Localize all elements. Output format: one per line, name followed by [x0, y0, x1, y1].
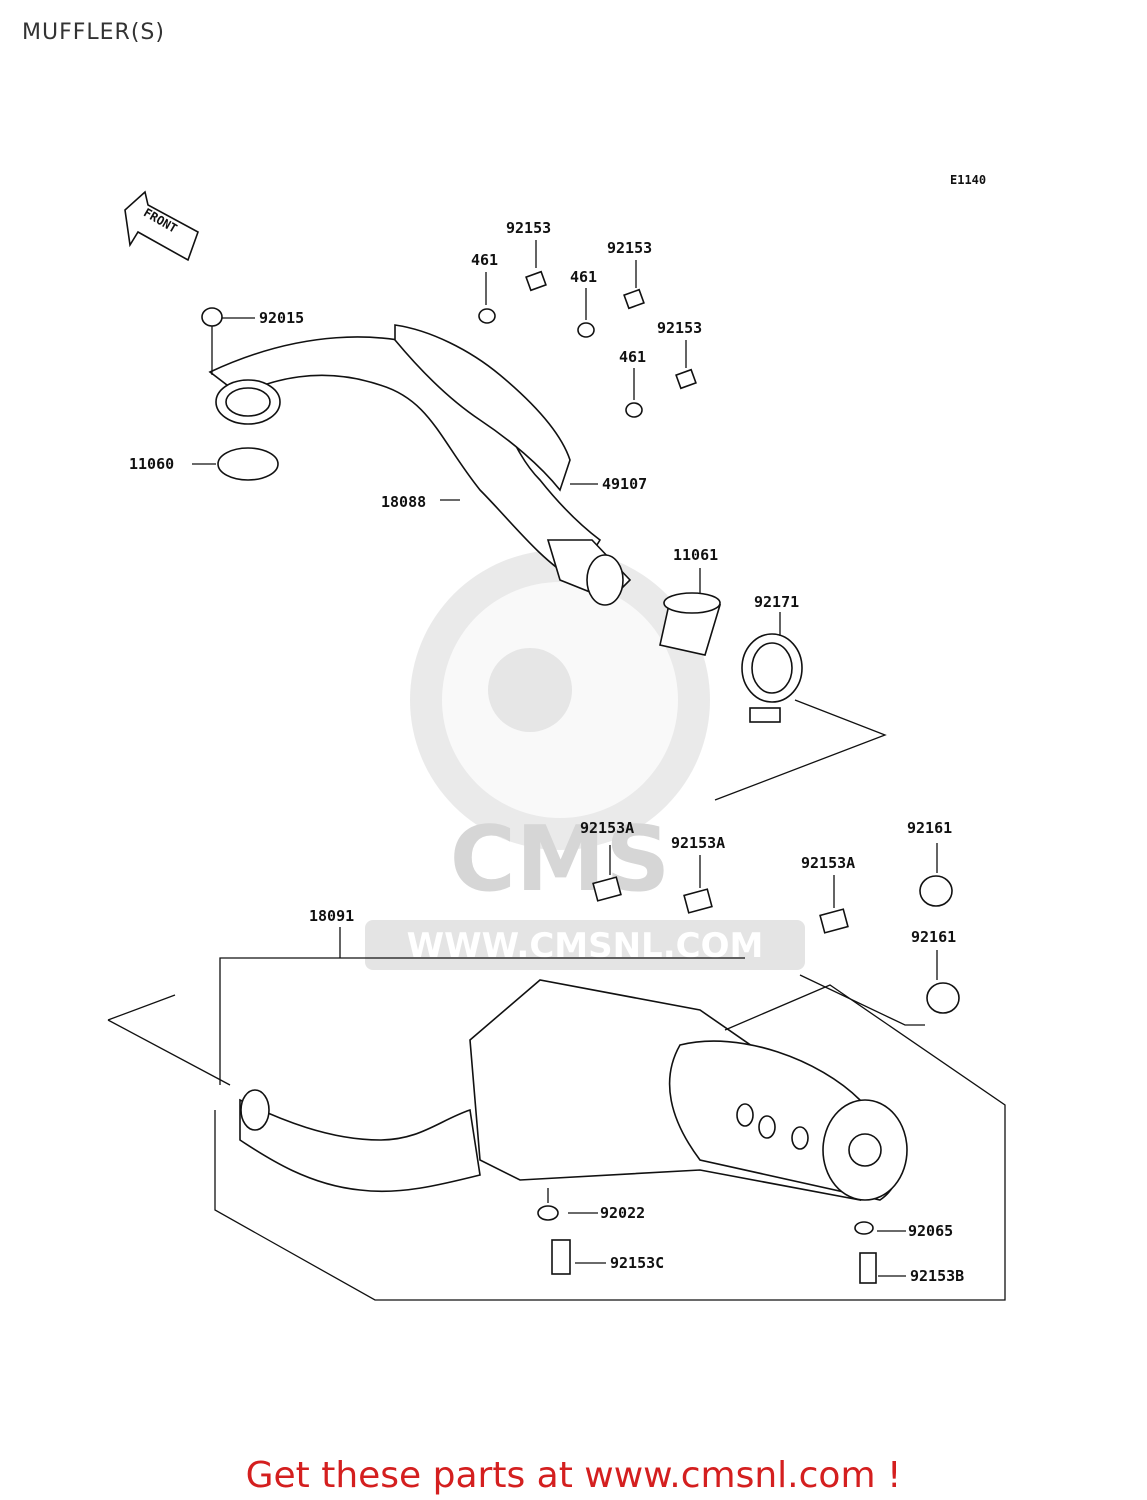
part-label-92153B[interactable]: 92153B [910, 1267, 964, 1285]
part-label-11060[interactable]: 11060 [129, 455, 174, 473]
nut [201, 307, 223, 327]
part-label-18088[interactable]: 18088 [381, 493, 426, 511]
part-label-92153A[interactable]: 92153A [671, 834, 725, 852]
clamp [741, 633, 803, 723]
part-label-92022[interactable]: 92022 [600, 1204, 645, 1222]
exhaust-pipe [208, 336, 632, 606]
watermark-brand: CMS [450, 807, 670, 912]
muffler [239, 979, 908, 1202]
promo-link[interactable]: Get these parts at www.cmsnl.com ! [245, 1455, 902, 1496]
part-label-92153C[interactable]: 92153C [610, 1254, 664, 1272]
part-label-92065[interactable]: 92065 [908, 1222, 953, 1240]
gasket [217, 447, 279, 481]
part-label-92153A[interactable]: 92153A [801, 854, 855, 872]
part-label-92161[interactable]: 92161 [907, 819, 952, 837]
part-label-461[interactable]: 461 [619, 348, 646, 366]
part-label-461[interactable]: 461 [570, 268, 597, 286]
page-title: MUFFLER(S) [22, 20, 165, 45]
watermark: CMS WWW.CMSNL.COM [365, 550, 805, 970]
heat-guard [394, 324, 571, 492]
part-label-461[interactable]: 461 [471, 251, 498, 269]
part-label-92015[interactable]: 92015 [259, 309, 304, 327]
sleeve [659, 592, 722, 656]
part-label-49107[interactable]: 49107 [602, 475, 647, 493]
front-arrow-icon: FRONT [124, 190, 199, 262]
watermark-url: WWW.CMSNL.COM [407, 926, 764, 966]
part-label-92153[interactable]: 92153 [506, 219, 551, 237]
part-label-92153A[interactable]: 92153A [580, 819, 634, 837]
part-label-92153[interactable]: 92153 [607, 239, 652, 257]
part-label-92161[interactable]: 92161 [911, 928, 956, 946]
part-label-11061[interactable]: 11061 [673, 546, 718, 564]
part-label-92171[interactable]: 92171 [754, 593, 799, 611]
part-label-18091[interactable]: 18091 [309, 907, 354, 925]
bolts-top [478, 270, 697, 418]
leader-lines [107, 240, 1006, 1301]
bolts-muffler [537, 875, 960, 1284]
part-label-92153[interactable]: 92153 [657, 319, 702, 337]
diagram-code: E1140 [950, 173, 986, 187]
